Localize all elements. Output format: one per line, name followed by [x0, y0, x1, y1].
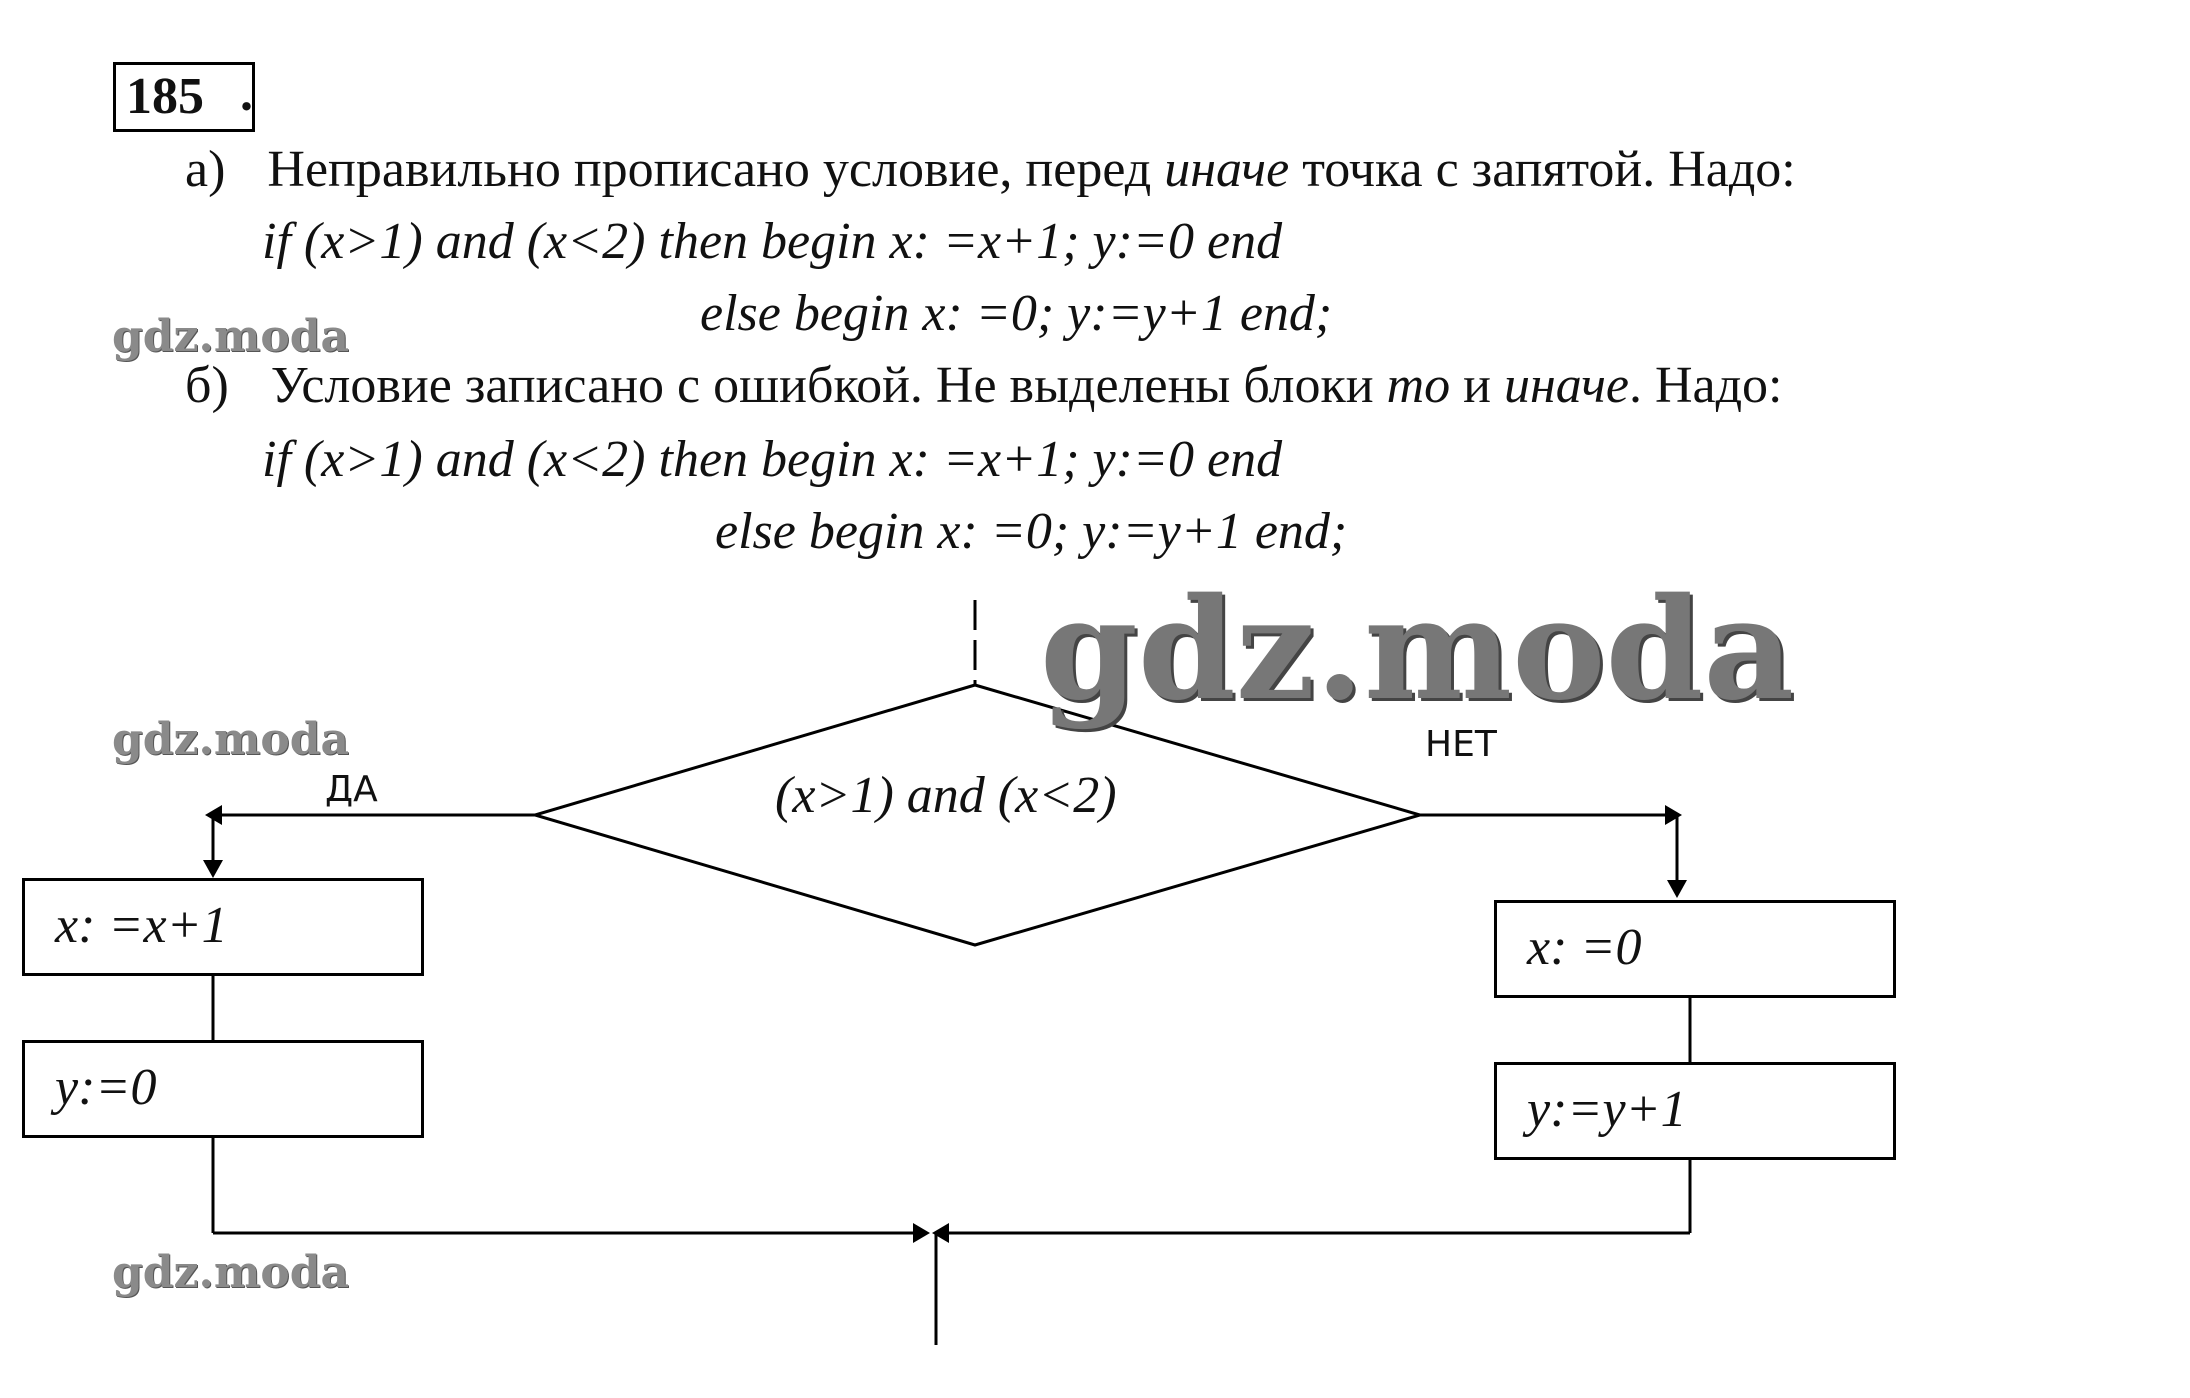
part-a-text: а) Неправильно прописано условие, перед … [185, 140, 1796, 200]
part-a-marker: а) [185, 141, 226, 198]
watermark-big: gdz.moda [1040, 568, 1795, 732]
problem-number: 185 [113, 62, 255, 132]
part-a-text-before: Неправильно прописано условие, перед [267, 141, 1165, 198]
part-a-text-after: точка с запятой. Надо: [1289, 141, 1796, 198]
part-b-code-line2: else begin x: =0; y:=y+1 end; [715, 503, 1348, 560]
part-a-code-line2: else begin x: =0; y:=y+1 end; [700, 285, 1333, 342]
no-arrow-right [1665, 805, 1682, 825]
yes-box-y: y:=0 [22, 1040, 424, 1138]
condition-diamond [529, 683, 1426, 947]
yes-arrow-down [203, 860, 223, 878]
no-label: НЕТ [1425, 724, 1497, 765]
merge-arrow-right [932, 1223, 949, 1243]
no-box-y: y:=y+1 [1494, 1062, 1896, 1160]
part-b-text-before: Условие записано с ошибкой. Не выделены … [270, 357, 1387, 414]
part-a-text-italic: иначе [1164, 141, 1290, 198]
problem-number-dot: . [240, 65, 253, 122]
watermark-small-3: gdz.moda [112, 1247, 350, 1298]
part-b-text: б) Условие записано с ошибкой. Не выделе… [185, 356, 1783, 416]
no-box-x: x: =0 [1494, 900, 1896, 998]
part-b-text-italic1: то [1386, 357, 1451, 414]
yes-label: ДА [325, 769, 378, 810]
watermark-small-1: gdz.moda [112, 311, 350, 362]
merge-arrow-left [913, 1223, 930, 1243]
part-b-code-line1: if (x>1) and (x<2) then begin x: =x+1; y… [262, 431, 1283, 488]
part-b-text-after: . Надо: [1628, 357, 1783, 414]
yes-box-x: x: =x+1 [22, 878, 424, 976]
part-b-text-italic2: иначе [1503, 357, 1629, 414]
part-b-marker: б) [185, 357, 229, 414]
part-a-code-line1: if (x>1) and (x<2) then begin x: =x+1; y… [262, 213, 1283, 270]
no-arrow-down [1667, 880, 1687, 898]
watermark-small-2: gdz.moda [112, 714, 350, 765]
condition-text: (x>1) and (x<2) [775, 767, 1117, 824]
part-b-text-mid: и [1450, 357, 1504, 414]
